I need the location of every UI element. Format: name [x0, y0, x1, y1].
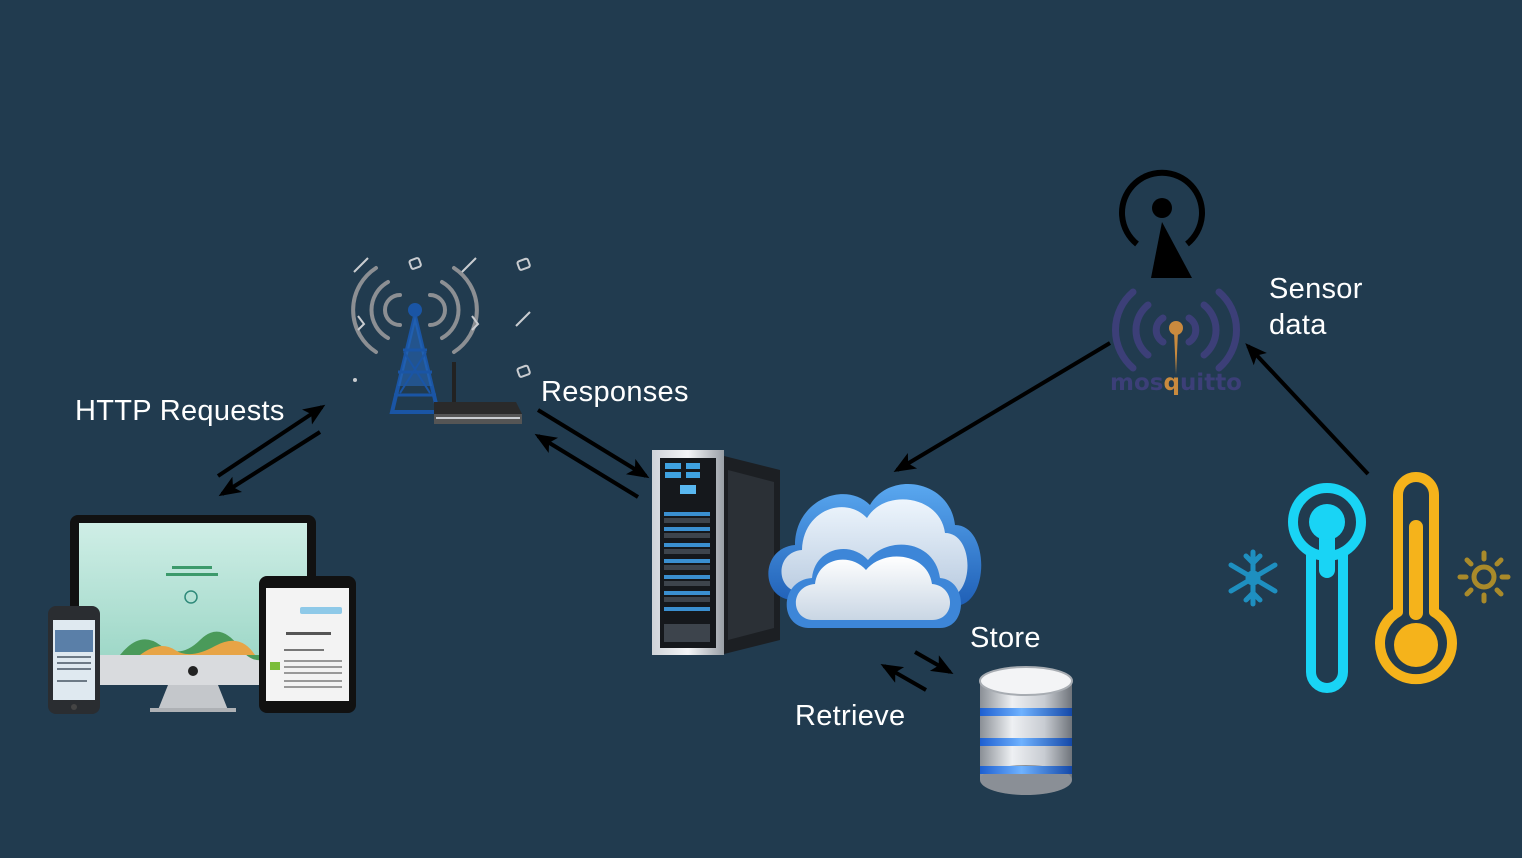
- label-responses: Responses: [541, 376, 689, 408]
- label-retrieve: Retrieve: [795, 700, 906, 732]
- arrow-http-request: [216, 404, 326, 478]
- arrows: [216, 341, 1370, 692]
- mosquitto-wordmark: mosquitto: [1110, 370, 1242, 396]
- label-store: Store: [970, 622, 1041, 654]
- database-icon: [979, 666, 1073, 795]
- snowflake-icon: [1228, 549, 1278, 607]
- arrow-store: [914, 650, 954, 674]
- mosquitto-broker-icon: mosquitto: [1110, 288, 1242, 396]
- label-sensor: Sensor: [1269, 273, 1363, 305]
- arrow-router-to-server: [536, 408, 650, 479]
- server-cloud-icon: [652, 450, 982, 655]
- arrow-server-to-router: [534, 433, 640, 499]
- label-data: data: [1269, 309, 1327, 341]
- cell-tower-router-icon: [351, 257, 531, 424]
- arrow-http-response: [218, 430, 322, 497]
- sun-icon: [1457, 550, 1511, 604]
- arrow-sensor-to-broker: [1245, 343, 1370, 476]
- arrow-retrieve: [880, 664, 927, 692]
- thermometer-hot-icon: [1375, 472, 1457, 685]
- thermometer-cold-icon: [1288, 483, 1366, 693]
- broadcast-antenna-icon: [1119, 169, 1205, 278]
- responsive-devices-icon: [48, 515, 356, 714]
- arrow-broker-to-server: [893, 341, 1112, 473]
- label-http-requests: HTTP Requests: [75, 395, 285, 427]
